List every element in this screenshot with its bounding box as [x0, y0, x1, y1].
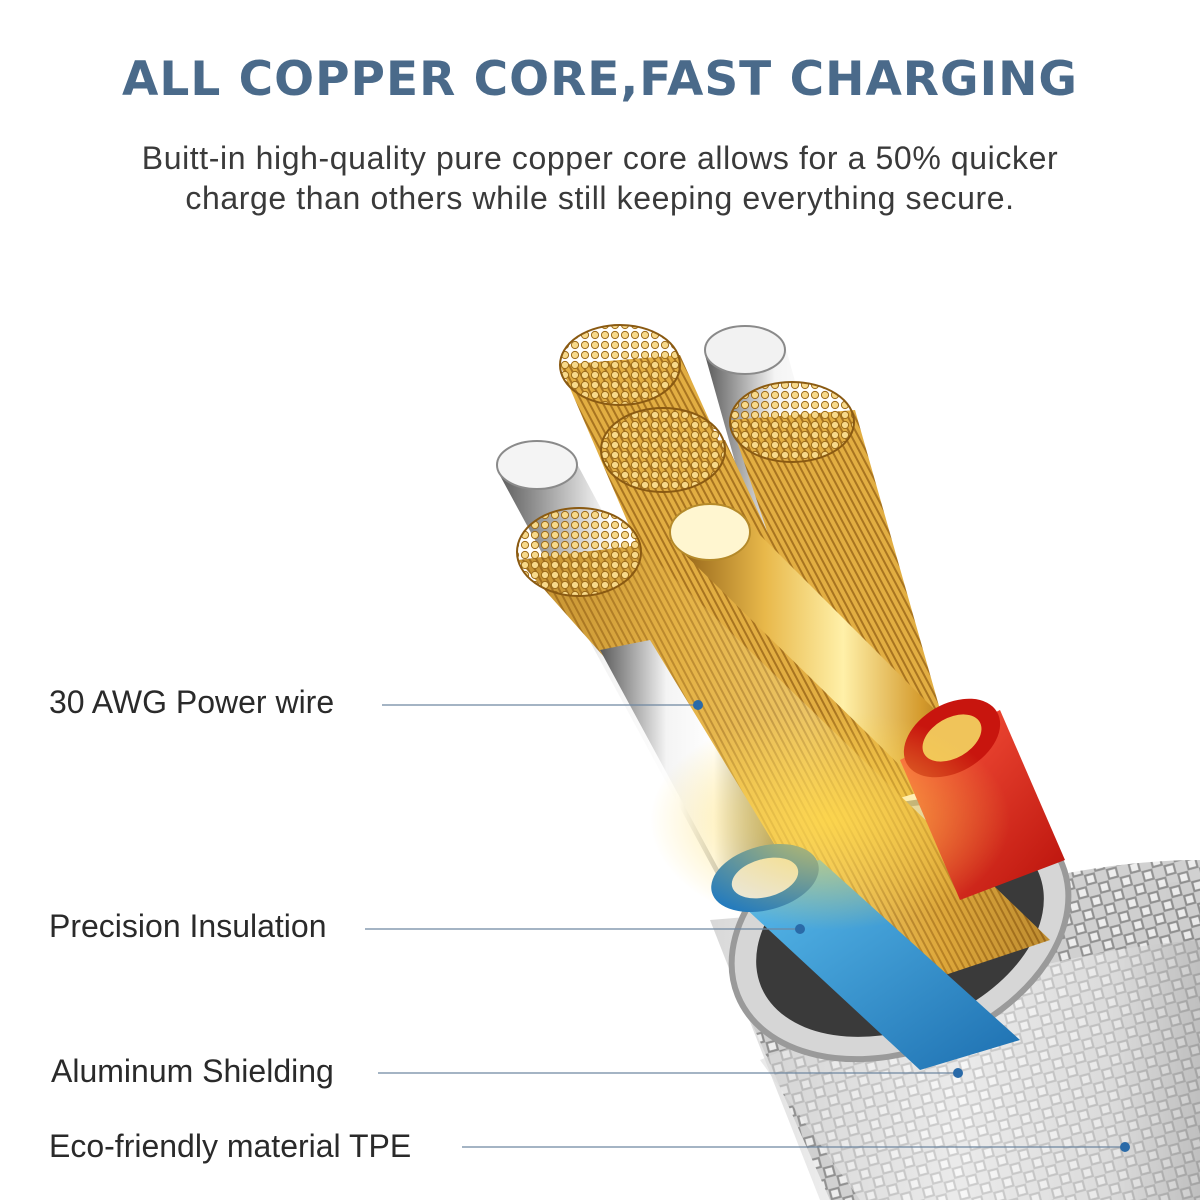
callout-shielding: Aluminum Shielding — [51, 1053, 334, 1089]
subtitle: Buitt-in high-quality pure copper core a… — [60, 138, 1140, 218]
glow-effect — [650, 710, 1010, 930]
leader-dot-tpe — [1120, 1142, 1130, 1152]
leader-dot-power-wire — [693, 700, 703, 710]
headline: ALL COPPER CORE,FAST CHARGING — [122, 52, 1078, 107]
callout-insulation: Precision Insulation — [49, 908, 327, 944]
leader-dot-insulation — [795, 924, 805, 934]
subtitle-line-1: Buitt-in high-quality pure copper core a… — [141, 140, 1059, 176]
leader-dot-shielding — [953, 1068, 963, 1078]
callout-leaders — [365, 704, 1125, 1148]
callout-power-wire: 30 AWG Power wire — [49, 684, 335, 720]
subtitle-line-2: charge than others while still keeping e… — [185, 180, 1015, 216]
callout-tpe: Eco-friendly material TPE — [49, 1128, 412, 1164]
callout-dots — [693, 700, 1130, 1152]
